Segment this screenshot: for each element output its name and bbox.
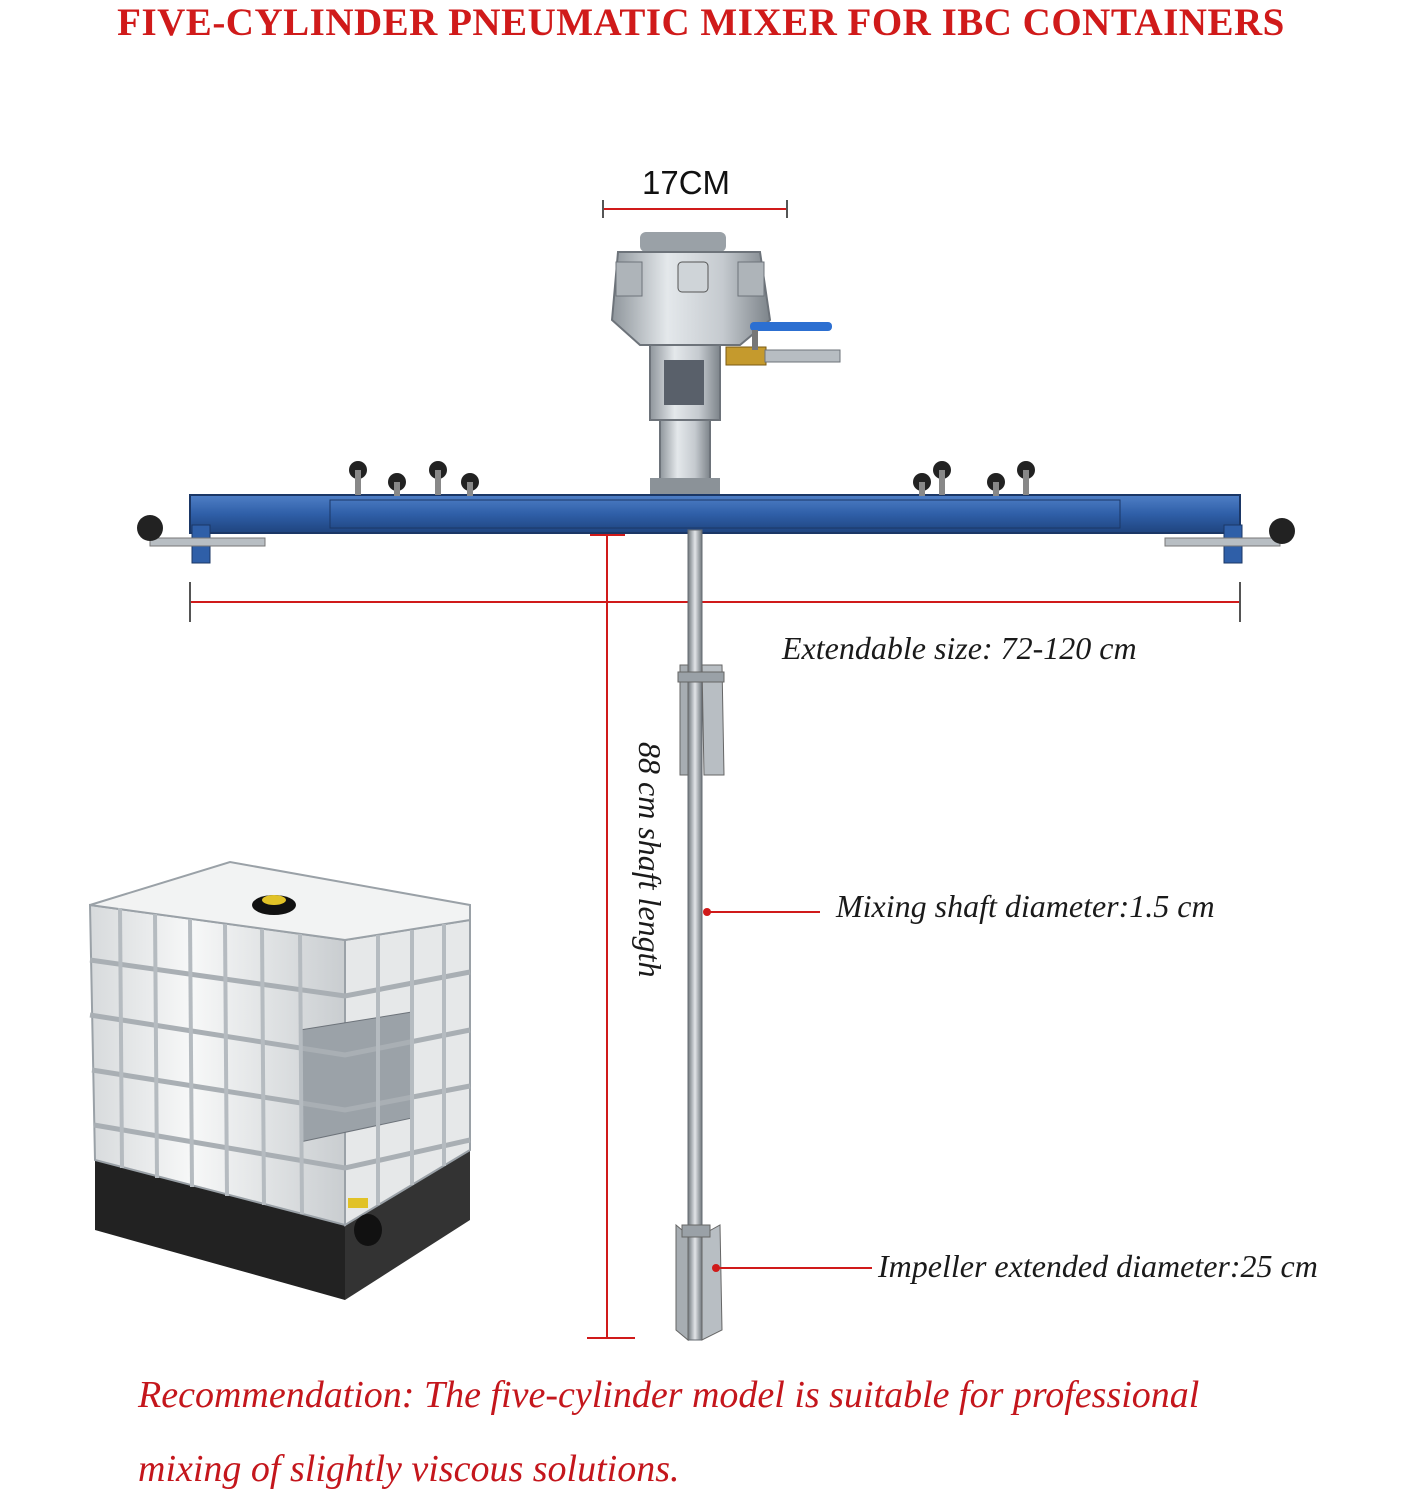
mounting-beam — [149, 494, 1281, 564]
extendable-dimension — [189, 582, 1241, 622]
shaft-length-label: 88 cm shaft length — [632, 742, 668, 978]
mixing-shaft — [675, 529, 725, 1342]
pneumatic-motor — [610, 232, 841, 496]
motor-width-dimension — [602, 200, 788, 218]
shaft-length-dimension — [587, 534, 635, 1339]
callout-leaders — [703, 908, 872, 1272]
recommendation-line-1: Recommendation: The five-cylinder model … — [138, 1374, 1200, 1416]
ibc-container-illustration — [88, 860, 471, 1300]
clamp-knobs — [137, 461, 1295, 544]
motor-width-label: 17CM — [642, 164, 731, 201]
shaft-diameter-label: Mixing shaft diameter:1.5 cm — [836, 888, 1215, 924]
extendable-size-label: Extendable size: 72-120 cm — [782, 630, 1137, 666]
impeller-diameter-label: Impeller extended diameter:25 cm — [878, 1248, 1318, 1284]
recommendation-line-2: mixing of slightly viscous solutions. — [138, 1448, 680, 1490]
page-title: FIVE-CYLINDER PNEUMATIC MIXER FOR IBC CO… — [117, 1, 1285, 44]
